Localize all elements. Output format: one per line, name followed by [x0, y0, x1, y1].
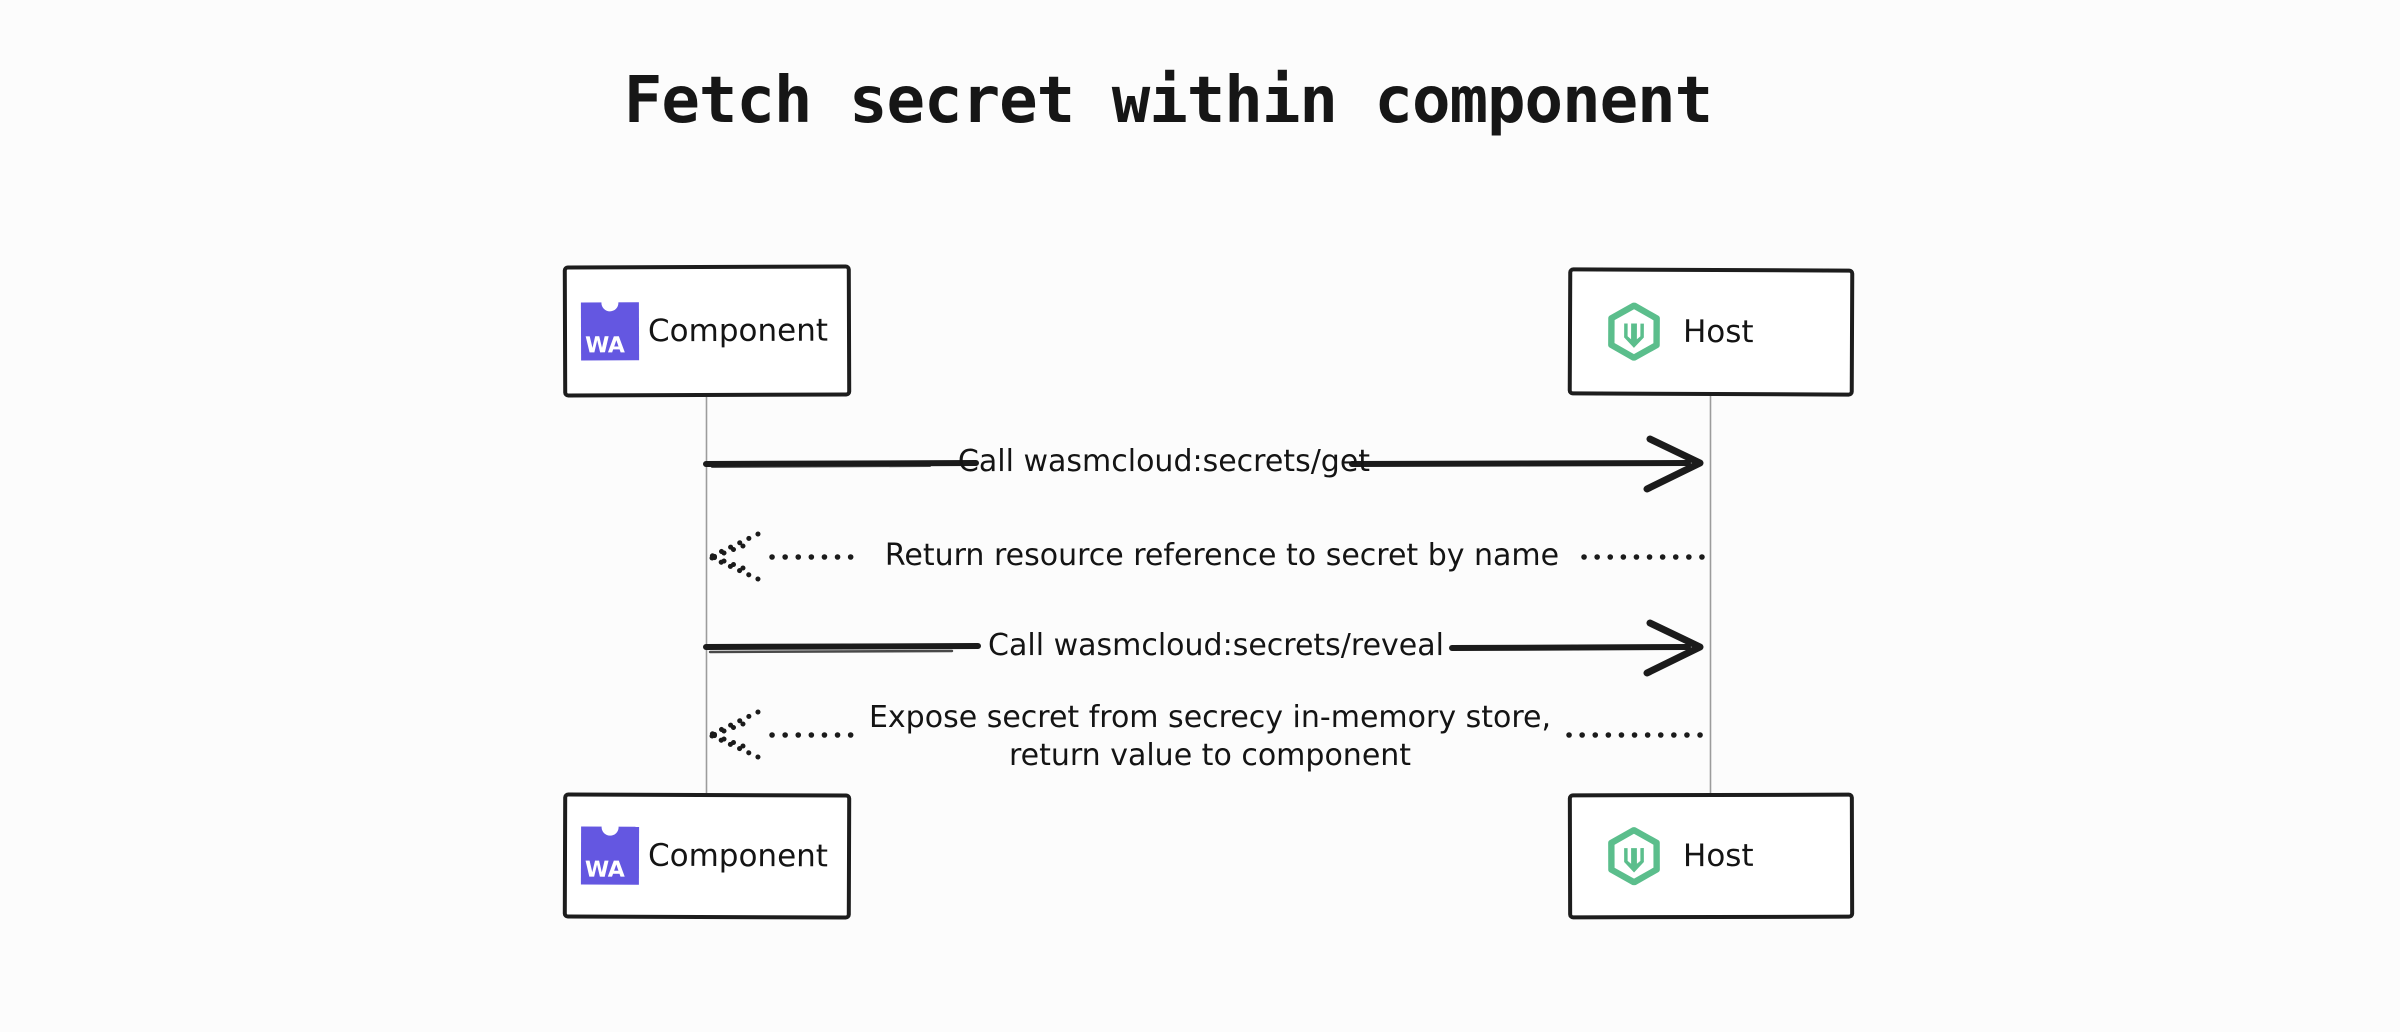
actor-box-component-bottom: WA Component: [562, 792, 852, 920]
message-4-label-line1: Expose secret from secrecy in-memory sto…: [868, 700, 1552, 735]
webassembly-logo-icon: WA: [580, 818, 640, 885]
webassembly-logo-text: WA: [584, 857, 625, 883]
webassembly-logo-notch: [601, 294, 619, 312]
wasmcloud-logo-icon: [1608, 827, 1660, 886]
message-1-label: Call wasmcloud:secrets/get: [957, 444, 1371, 479]
message-3-label: Call wasmcloud:secrets/reveal: [988, 628, 1444, 663]
diagram-title: Fetch secret within component: [623, 64, 1713, 138]
component-label: Component: [647, 312, 829, 350]
host-label: Host: [1682, 313, 1754, 351]
actor-box-component-top: WA Component: [562, 264, 852, 398]
webassembly-logo-notch: [601, 818, 619, 836]
actor-box-host-top: Host: [1567, 267, 1855, 397]
message-4-label: Expose secret from secrecy in-memory sto…: [869, 699, 1551, 775]
actor-box-host-bottom: Host: [1567, 792, 1855, 920]
component-label: Component: [647, 837, 829, 875]
host-label: Host: [1682, 837, 1754, 875]
message-2-label: Return resource reference to secret by n…: [884, 538, 1560, 573]
wasmcloud-logo-icon: [1608, 302, 1660, 361]
webassembly-logo-text: WA: [585, 333, 625, 359]
message-4-label-line2: return value to component: [1008, 738, 1412, 773]
webassembly-logo-icon: WA: [580, 294, 640, 361]
